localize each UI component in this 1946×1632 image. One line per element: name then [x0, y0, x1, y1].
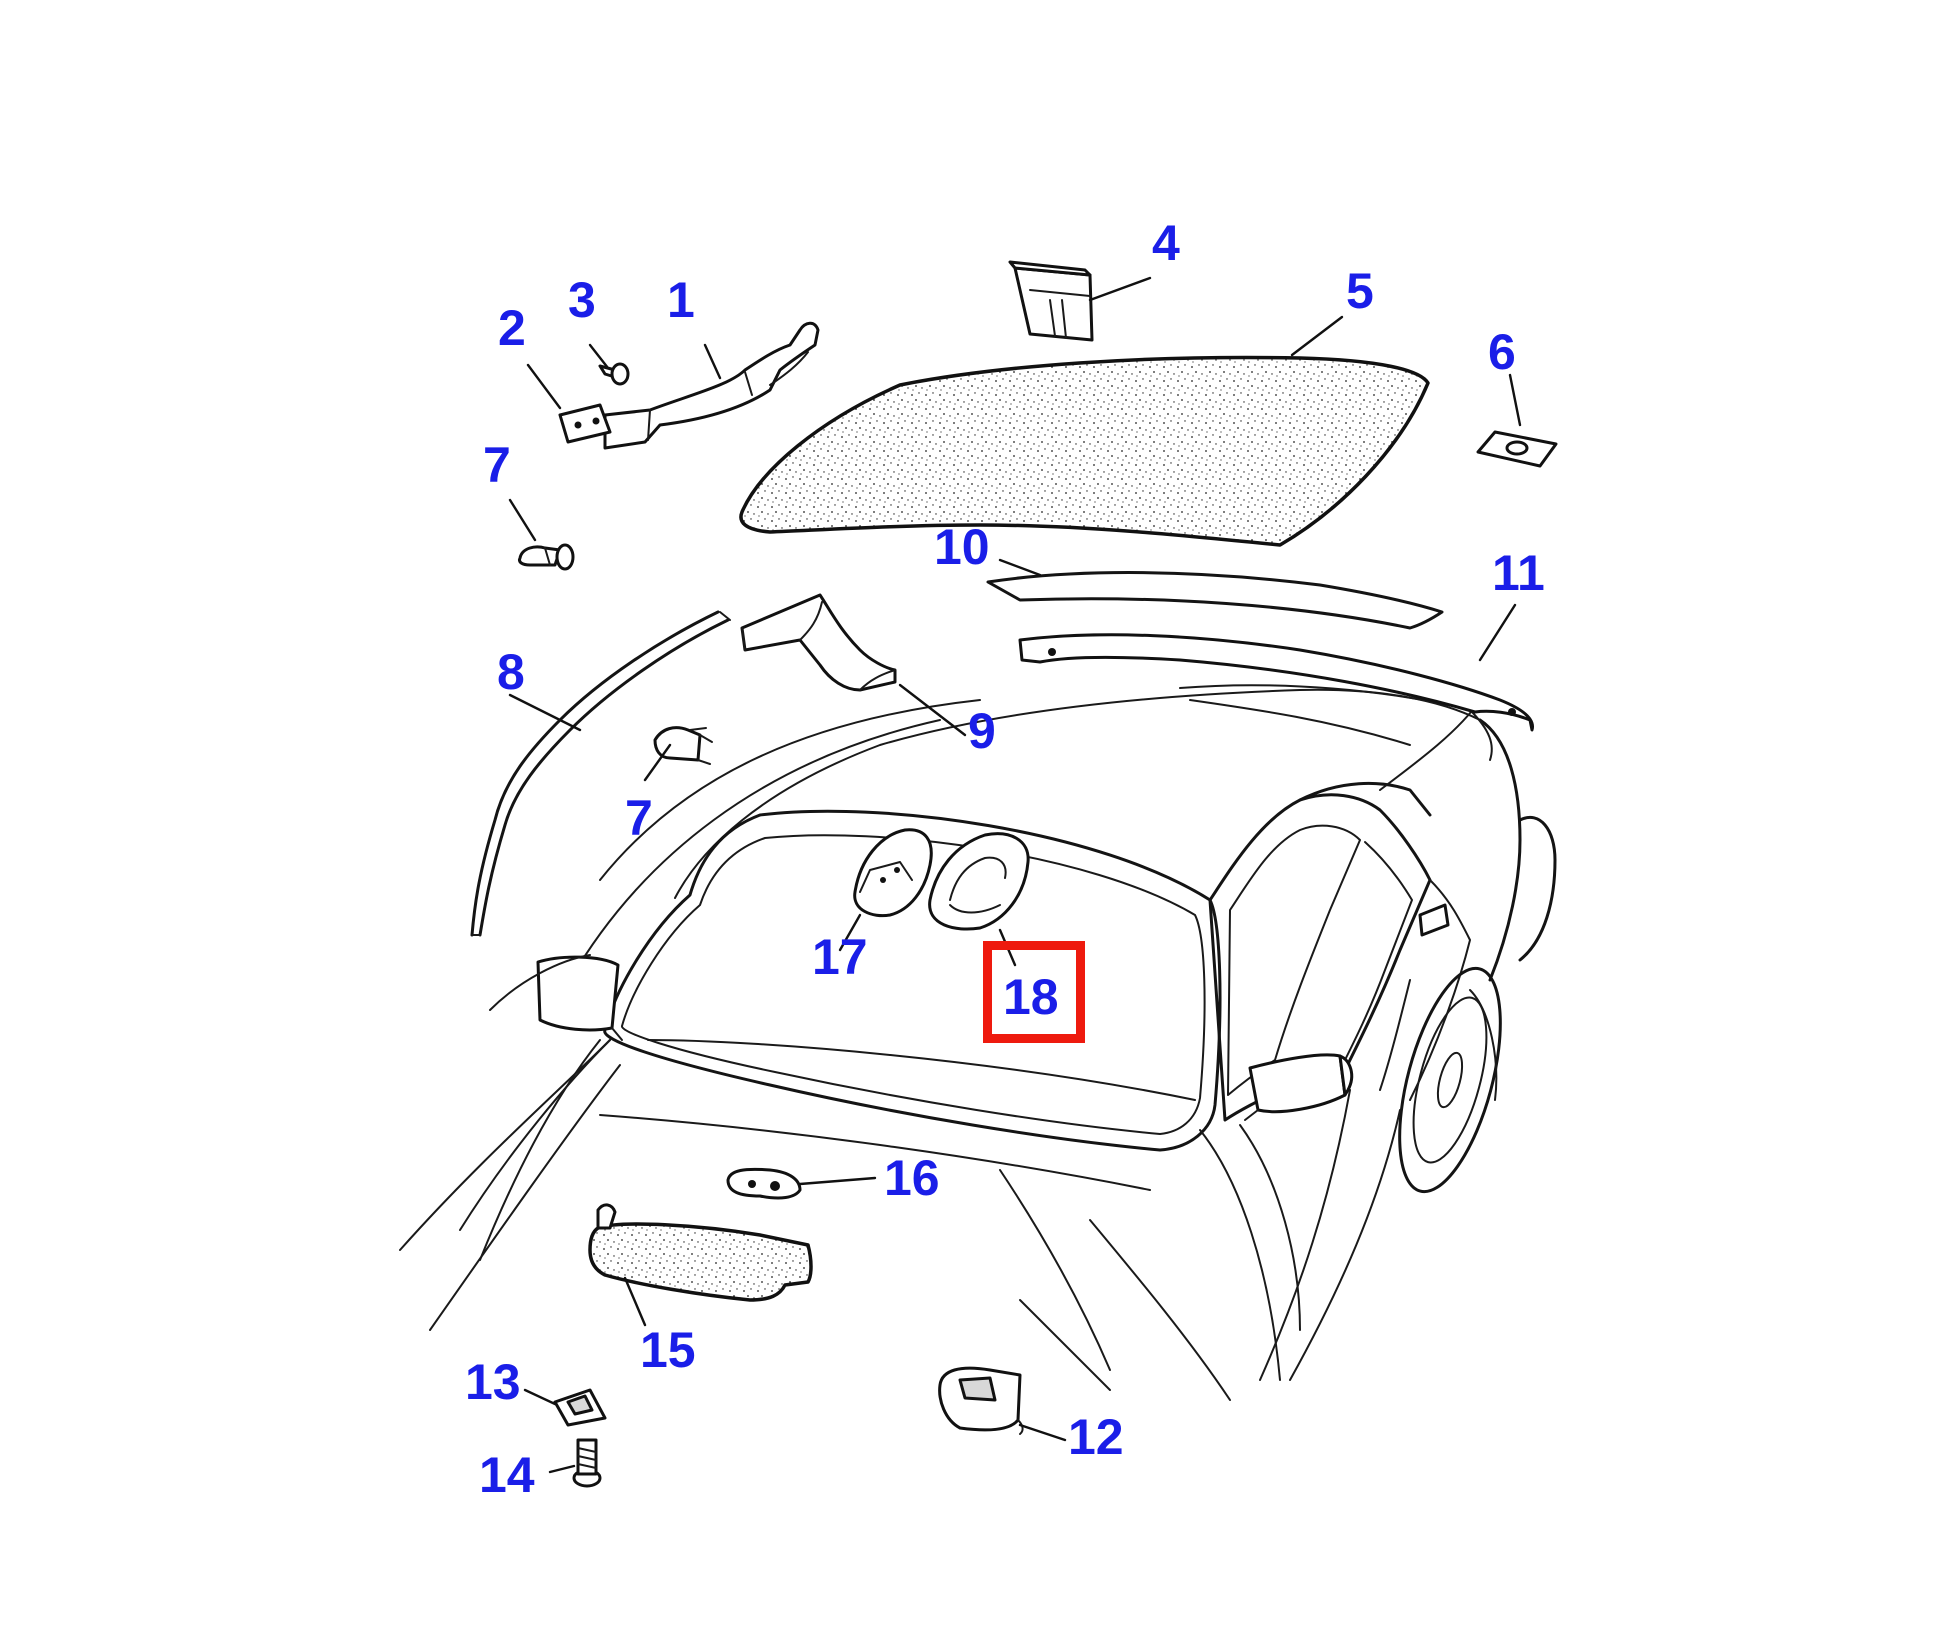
callout-10: 10	[934, 519, 990, 575]
part-2-handle-base	[558, 403, 612, 444]
part-17-lamp-body	[853, 828, 933, 918]
part-4-clip	[1008, 260, 1094, 342]
part-6-plate	[1476, 430, 1558, 468]
part-5-headlining-panel	[739, 355, 1430, 547]
part-11-header-rail	[1018, 633, 1534, 732]
callout-2: 2	[498, 300, 526, 356]
callout-1: 1	[667, 272, 695, 328]
part-7-clip-upper	[518, 543, 575, 571]
callout-16: 16	[884, 1150, 940, 1206]
callout-14: 14	[479, 1447, 535, 1503]
part-7-clip-lower	[653, 726, 713, 765]
part-12-holder	[938, 1366, 1024, 1435]
callout-4: 4	[1152, 215, 1180, 271]
callout-17: 17	[812, 929, 868, 985]
part-16-visor-bracket	[726, 1167, 802, 1200]
part-10-trim-strip	[986, 571, 1444, 630]
callout-11: 11	[1492, 545, 1545, 601]
part-1-grab-handle	[603, 321, 820, 450]
part-18-lamp-lens	[928, 832, 1030, 931]
callout-18: 18	[1003, 969, 1059, 1025]
callout-8: 8	[497, 644, 525, 700]
callout-15: 15	[640, 1322, 696, 1378]
part-14-screw	[572, 1438, 602, 1488]
callout-12: 12	[1068, 1409, 1124, 1465]
part-15-sun-visor	[588, 1203, 813, 1302]
callout-7-lower: 7	[625, 790, 653, 846]
callout-6: 6	[1488, 324, 1516, 380]
part-13-clip	[553, 1388, 607, 1427]
car-body	[399, 684, 1557, 1401]
callout-3: 3	[568, 272, 596, 328]
callout-13: 13	[465, 1354, 521, 1410]
callout-7-upper: 7	[483, 437, 511, 493]
part-9-pillar-trim	[740, 593, 897, 692]
leader-lines	[508, 276, 1522, 1474]
part-3-screw	[598, 362, 630, 386]
callout-5: 5	[1346, 263, 1374, 319]
part-8-side-trim	[470, 610, 731, 937]
highlight-box	[983, 941, 1085, 1043]
callout-9: 9	[968, 703, 996, 759]
